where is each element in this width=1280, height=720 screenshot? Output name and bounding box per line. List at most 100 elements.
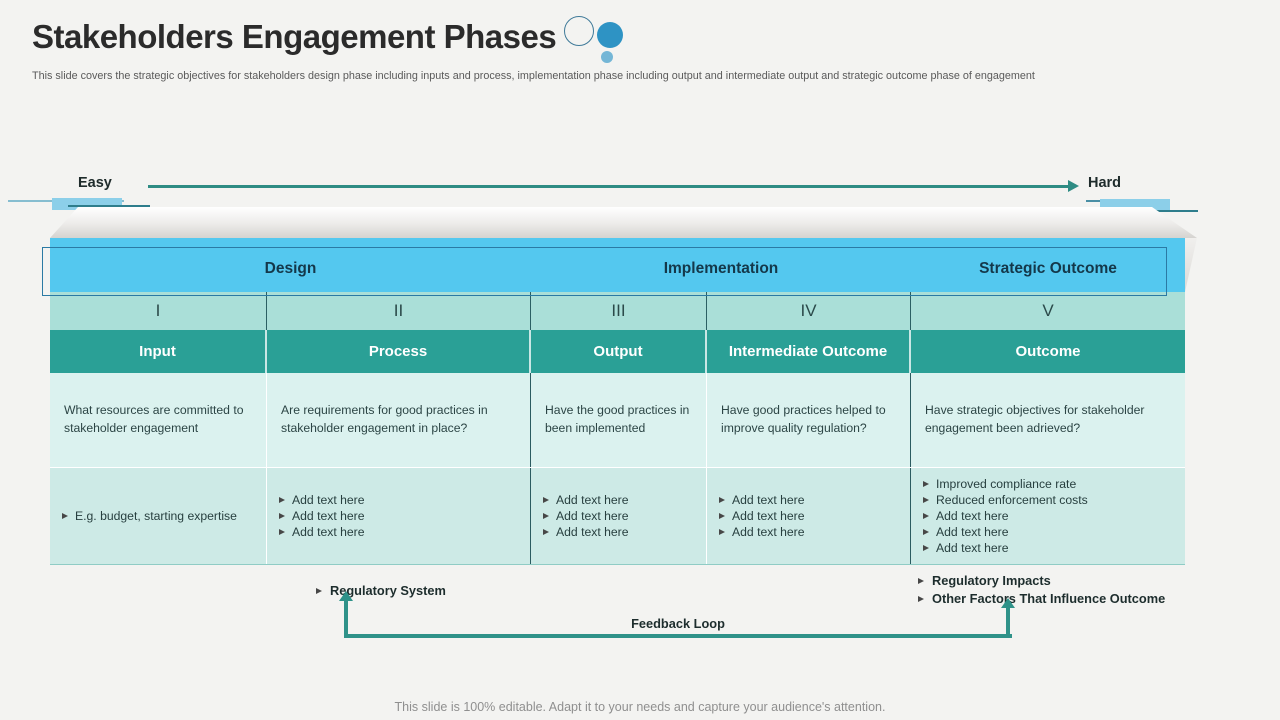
question-row: What resources are committed to stakehol… <box>50 373 1185 468</box>
bullet-text: Improved compliance rate <box>936 476 1077 491</box>
scale-hard-label: Hard <box>1088 175 1122 191</box>
arrow-bullet-icon <box>918 577 924 584</box>
list-item: Improved compliance rate <box>923 476 1173 492</box>
arrow-bullet-icon <box>923 545 929 552</box>
list-item: Add text here <box>719 524 898 540</box>
question-cell-iii: Have the good practices in been implemen… <box>531 373 707 467</box>
other-factors-label: Other Factors That Influence Outcome <box>932 591 1166 606</box>
column-header-intermediate-outcome: Intermediate Outcome <box>707 330 911 373</box>
column-header-outcome: Outcome <box>1015 343 1081 360</box>
difficulty-scale-line <box>148 185 1068 188</box>
list-item: Add text here <box>543 524 694 540</box>
bullet-text: Reduced enforcement costs <box>936 492 1088 507</box>
column-header-output: Output <box>531 330 707 373</box>
column-header-input: Input <box>50 330 267 373</box>
slide-description: This slide covers the strategic objectiv… <box>32 70 1035 82</box>
easy-underline-decor2 <box>68 205 150 207</box>
arrow-bullet-icon <box>279 496 285 503</box>
bullet-text: Add text here <box>732 525 805 540</box>
arrow-bullet-icon <box>923 480 929 487</box>
question-text: Have good practices helped to improve qu… <box>721 403 886 435</box>
list-item: Add text here <box>923 524 1173 540</box>
bullet-text: Add text here <box>936 508 1009 523</box>
feedback-loop-label: Feedback Loop <box>631 616 725 631</box>
bullet-text: E.g. budget, starting expertise <box>75 508 237 523</box>
sheet-perspective-edge <box>50 207 1197 238</box>
arrow-bullet-icon <box>719 496 725 503</box>
arrow-bullet-icon <box>719 513 725 519</box>
arrow-bullet-icon <box>279 529 285 536</box>
page-title: Stakeholders Engagement Phases <box>32 18 557 55</box>
sheet-corner-fold <box>1185 238 1197 292</box>
list-item: Add text here <box>279 492 518 508</box>
decor-outline-circle-icon <box>564 16 594 46</box>
arrow-bullet-icon <box>719 529 725 536</box>
phase-header-strategic-outcome: Strategic Outcome <box>979 260 1117 277</box>
list-item: Add text here <box>543 508 694 524</box>
stage-numeral-ii: II <box>267 292 531 330</box>
regulatory-system-label: Regulatory System <box>330 583 446 598</box>
bullet-text: Add text here <box>732 492 805 507</box>
question-text: What resources are committed to stakehol… <box>64 403 244 435</box>
feedback-loop-left-stem <box>344 601 348 638</box>
feedback-loop-left-arrowhead-icon <box>339 591 353 601</box>
scale-easy-label: Easy <box>78 175 112 191</box>
stage-numeral-i: I <box>50 292 267 330</box>
list-item: E.g. budget, starting expertise <box>62 508 254 524</box>
question-text: Have the good practices in been implemen… <box>545 403 690 435</box>
list-item: Add text here <box>279 524 518 540</box>
question-cell-i: What resources are committed to stakehol… <box>50 373 267 467</box>
feedback-loop-line <box>344 634 1012 638</box>
hard-underline-decor2 <box>1118 210 1198 212</box>
question-cell-iv: Have good practices helped to improve qu… <box>707 373 911 467</box>
question-text: Are requirements for good practices in s… <box>281 403 488 435</box>
question-cell-v: Have strategic objectives for stakeholde… <box>911 373 1185 467</box>
arrow-bullet-icon <box>62 513 68 519</box>
bullet-text: Add text here <box>732 508 805 523</box>
bullet-text: Add text here <box>936 525 1009 540</box>
arrow-bullet-icon <box>923 513 929 519</box>
regulatory-system-note: Regulatory System <box>316 583 446 598</box>
feedback-loop-right-arrowhead-icon <box>1001 598 1015 608</box>
bullet-text: Add text here <box>292 492 365 507</box>
column-header-process: Process <box>267 330 531 373</box>
list-item: Reduced enforcement costs <box>923 492 1173 508</box>
bullet-text: Add text here <box>556 508 629 523</box>
feedback-loop-right-stem <box>1006 608 1010 638</box>
bullet-text: Add text here <box>556 525 629 540</box>
list-item: Add text here <box>923 540 1173 556</box>
footer-note: This slide is 100% editable. Adapt it to… <box>394 700 886 714</box>
decor-small-circle-icon <box>601 51 613 63</box>
arrow-bullet-icon <box>923 529 929 536</box>
bullet-text: Add text here <box>936 541 1009 556</box>
arrow-bullet-icon <box>543 496 549 503</box>
arrow-bullet-icon <box>923 496 929 503</box>
decor-filled-circle-icon <box>597 22 623 48</box>
stage-numeral-iv: IV <box>707 292 911 330</box>
arrow-bullet-icon <box>543 529 549 536</box>
stage-numeral-v: V <box>1042 301 1054 320</box>
phase-header-design: Design <box>264 260 317 277</box>
question-text: Have strategic objectives for stakeholde… <box>925 403 1145 435</box>
list-item: Add text here <box>279 508 518 524</box>
bullet-cell-i: E.g. budget, starting expertise <box>50 468 267 564</box>
list-item: Add text here <box>719 492 898 508</box>
difficulty-scale-arrowhead-icon <box>1068 180 1079 192</box>
arrow-bullet-icon <box>918 595 924 602</box>
arrow-bullet-icon <box>316 587 322 594</box>
stage-numeral-iii: III <box>531 292 707 330</box>
regulatory-impacts-label: Regulatory Impacts <box>932 573 1051 588</box>
arrow-bullet-icon <box>543 513 549 519</box>
arrow-bullet-icon <box>279 513 285 519</box>
bullet-text: Add text here <box>292 508 365 523</box>
